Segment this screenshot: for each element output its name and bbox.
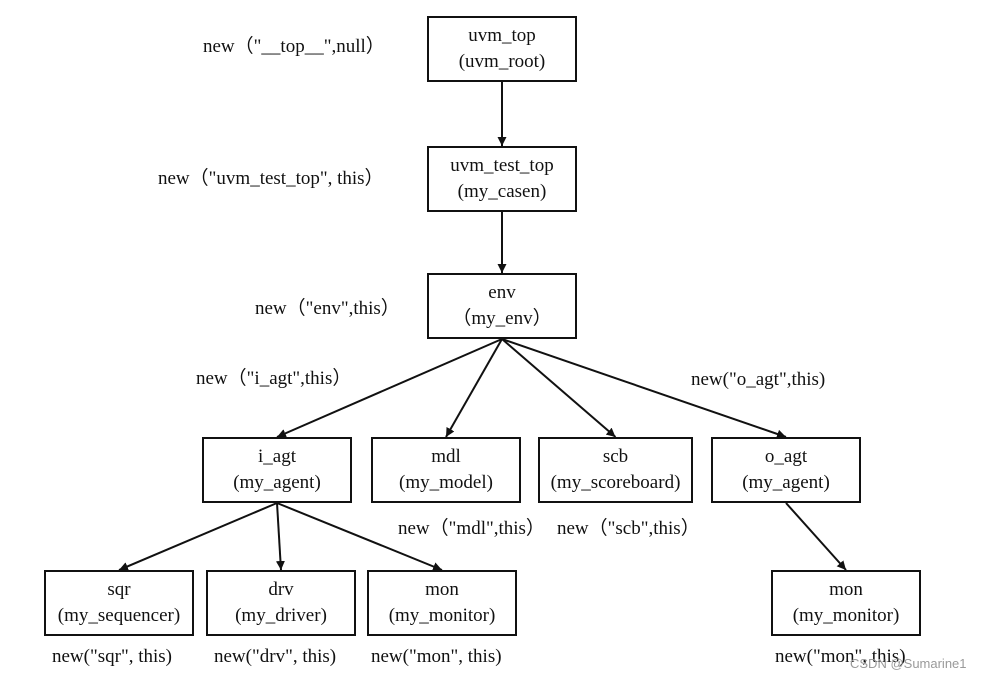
node-mon-o-type: (my_monitor) [792, 605, 900, 626]
node-mon-i-type: (my_monitor) [388, 605, 496, 626]
label-drv-new: new("drv", this) [214, 646, 337, 667]
label-uvm-test-top-new: new（"uvm_test_top", this） [158, 168, 384, 189]
node-mon-o: mon (my_monitor) [771, 570, 921, 636]
node-scb-type: (my_scoreboard) [550, 472, 681, 493]
label-sqr-new: new("sqr", this) [52, 646, 172, 667]
node-i-agt: i_agt (my_agent) [202, 437, 352, 503]
node-uvm-top-type: (uvm_root) [458, 51, 546, 72]
node-uvm-test-top-name: uvm_test_top [450, 155, 554, 176]
label-uvm-top-new: new（"__top__",null） [203, 36, 385, 57]
edge-o-agt-to-mon-o [785, 502, 847, 571]
node-mdl-type: (my_model) [399, 472, 493, 493]
node-i-agt-name: i_agt [258, 446, 296, 467]
edge-env-to-i-agt [276, 338, 503, 438]
label-mon-i-new: new("mon", this) [371, 646, 502, 667]
node-uvm-test-top: uvm_test_top (my_casen) [427, 146, 577, 212]
label-env-new: new（"env",this） [255, 298, 400, 319]
node-sqr: sqr (my_sequencer) [44, 570, 194, 636]
node-drv-type: (my_driver) [235, 605, 327, 626]
node-drv: drv (my_driver) [206, 570, 356, 636]
node-scb: scb (my_scoreboard) [538, 437, 693, 503]
node-mdl: mdl (my_model) [371, 437, 521, 503]
node-o-agt: o_agt (my_agent) [711, 437, 861, 503]
label-mdl-new: new（"mdl",this） [398, 518, 545, 539]
node-mon-o-name: mon [829, 579, 863, 600]
edge-env-to-scb [501, 338, 617, 438]
label-scb-new: new（"scb",this） [557, 518, 700, 539]
node-env: env （my_env） [427, 273, 577, 339]
node-o-agt-name: o_agt [764, 446, 808, 467]
node-mon-i-name: mon [425, 579, 459, 600]
edge-i-agt-to-drv [275, 502, 285, 571]
node-o-agt-type: (my_agent) [742, 472, 830, 493]
node-uvm-top: uvm_top (uvm_root) [427, 16, 577, 82]
node-env-name: env [488, 282, 516, 303]
edge-env-to-mdl [445, 338, 503, 438]
node-scb-name: scb [602, 446, 629, 467]
label-mon-o-new: new("mon", this) [775, 646, 906, 667]
node-mon-i: mon (my_monitor) [367, 570, 517, 636]
label-i-agt-new: new（"i_agt",this） [196, 368, 352, 389]
edge-i-agt-to-mon-i [276, 502, 443, 571]
node-drv-name: drv [268, 579, 294, 600]
edge-i-agt-to-sqr [118, 502, 278, 571]
node-sqr-type: (my_sequencer) [57, 605, 181, 626]
node-uvm-top-name: uvm_top [468, 25, 536, 46]
node-env-type: （my_env） [452, 308, 552, 329]
label-o-agt-new: new("o_agt",this) [691, 369, 826, 390]
node-i-agt-type: (my_agent) [233, 472, 321, 493]
node-mdl-name: mdl [431, 446, 461, 467]
edge-env-to-o-agt [501, 338, 787, 439]
node-uvm-test-top-type: (my_casen) [457, 181, 547, 202]
node-sqr-name: sqr [107, 579, 131, 600]
watermark: CSDN @Sumarine1 [850, 656, 967, 671]
